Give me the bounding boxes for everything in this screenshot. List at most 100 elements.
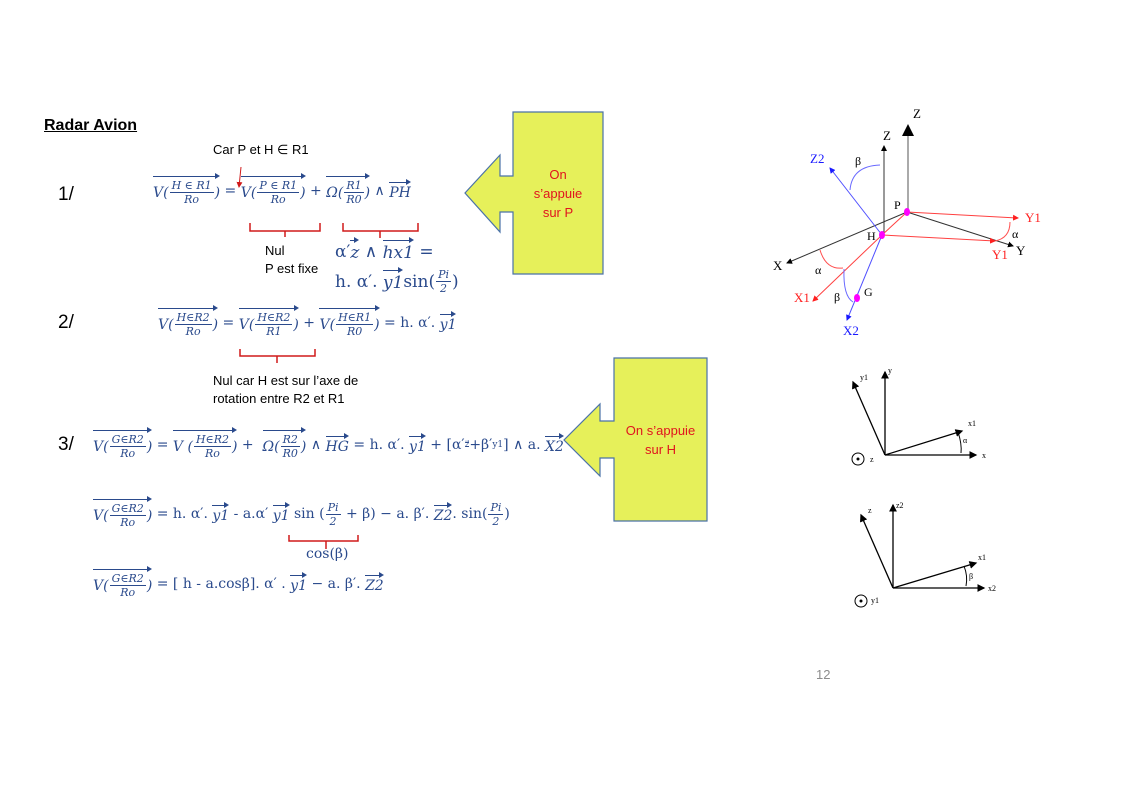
label-x1: X1 — [794, 290, 810, 305]
paren-open: ( — [163, 184, 169, 201]
label-x1: x1 — [978, 553, 986, 562]
paren-close: ) — [300, 438, 307, 455]
velocity-symbol: V — [93, 507, 104, 524]
velocity-symbol: Ω — [326, 184, 338, 201]
fraction-numerator: P ∈ R1 — [257, 179, 300, 193]
vector: Z2 — [365, 571, 384, 594]
rotation-beta-diagram: z z2 x1 x2 β y1 — [854, 501, 996, 608]
equation-text: = [ h - a.cosβ]. α′ . — [152, 576, 291, 592]
equation-text: +β′ — [469, 437, 493, 453]
velocity-symbol: V — [153, 184, 164, 201]
equation-text: sin( — [403, 271, 436, 292]
bracket-1b — [342, 223, 419, 238]
equation-text: α′ — [335, 241, 351, 262]
callout-p-line2: s’appuie — [533, 186, 583, 201]
equation-text: ∧ — [370, 183, 390, 199]
fraction-denominator: 2 — [329, 514, 337, 528]
velocity-symbol: V — [93, 577, 104, 594]
step-3-label: 3/ — [58, 434, 74, 455]
label-y1-top: Y1 — [1025, 210, 1041, 225]
label-beta-top: β — [855, 154, 861, 168]
superscript: z⃗ — [464, 440, 470, 450]
paren-open: ( — [103, 438, 109, 455]
fraction-numerator: H∈R2 — [255, 311, 293, 325]
bracket-2 — [239, 349, 316, 363]
label-y1: y1 — [860, 373, 868, 382]
paren-open: ( — [187, 438, 193, 455]
fraction-numerator: G∈R2 — [109, 572, 146, 586]
fraction-denominator: Ro — [205, 447, 220, 460]
label-g: G — [864, 285, 873, 299]
label-x1: x1 — [968, 419, 976, 428]
fraction-numerator: R2 — [280, 433, 300, 447]
equation-text: - a.α′ — [229, 506, 273, 522]
step-1-label: 1/ — [58, 184, 74, 205]
superscript: y1 — [492, 440, 504, 450]
fraction-numerator: Pi — [325, 500, 341, 515]
paren-close: ) — [146, 507, 153, 524]
callout-arrow-p — [464, 111, 604, 275]
note-nul: Nul — [265, 243, 285, 258]
paren-close: ) — [146, 438, 153, 455]
paren-close: ) — [146, 577, 153, 594]
label-z-inner: Z — [883, 128, 891, 143]
paren-close: ) — [231, 438, 238, 455]
equation-text: = — [220, 183, 241, 199]
fraction-numerator: Pi — [436, 268, 451, 282]
label-x2: x2 — [988, 584, 996, 593]
paren-close: ) — [214, 184, 221, 201]
vector: z — [350, 237, 359, 263]
fraction-denominator: Ro — [270, 193, 286, 206]
3d-frame-diagram: Z Z Z2 X Y Y1 Y1 X1 X2 P H G β β α α — [773, 106, 1041, 338]
paren-close: ) — [212, 316, 219, 333]
note-car-p-h: Car P et H ∈ R1 — [213, 142, 309, 157]
fraction-denominator: R0 — [282, 447, 298, 460]
equation-text: + — [298, 315, 320, 331]
paren-open: ( — [103, 507, 109, 524]
velocity-symbol: V — [93, 438, 104, 455]
fraction-numerator: Pi — [488, 500, 504, 515]
paren-open: ( — [337, 184, 344, 201]
callout-h-line1: On s’appuie — [625, 423, 696, 438]
fraction-denominator: R0 — [346, 325, 363, 338]
paren-open: ( — [168, 316, 174, 333]
label-y1-bottom: Y1 — [992, 247, 1008, 262]
bracket-4 — [288, 535, 359, 549]
equation-text: + — [237, 437, 263, 453]
label-beta: β — [969, 572, 973, 581]
equation-text: ) — [504, 506, 510, 522]
page-number: 12 — [816, 667, 831, 682]
paren-open: ( — [248, 316, 255, 333]
note-nul-car-1: Nul car H est sur l’axe de — [213, 373, 359, 388]
label-y1: y1 — [871, 596, 879, 605]
label-alpha: α — [963, 436, 968, 445]
equation-text: = — [152, 437, 173, 453]
label-y: y — [888, 366, 892, 375]
vector: Z2 — [433, 501, 452, 524]
fraction-numerator: H∈R1 — [336, 311, 374, 325]
fraction-numerator: G∈R2 — [109, 433, 146, 447]
paren-open: ( — [250, 184, 257, 201]
velocity-symbol: Ω — [262, 438, 275, 455]
fraction-denominator: Ro — [120, 586, 136, 599]
fraction-numerator: R1 — [344, 179, 364, 193]
callout-p-line1: On — [549, 167, 567, 182]
